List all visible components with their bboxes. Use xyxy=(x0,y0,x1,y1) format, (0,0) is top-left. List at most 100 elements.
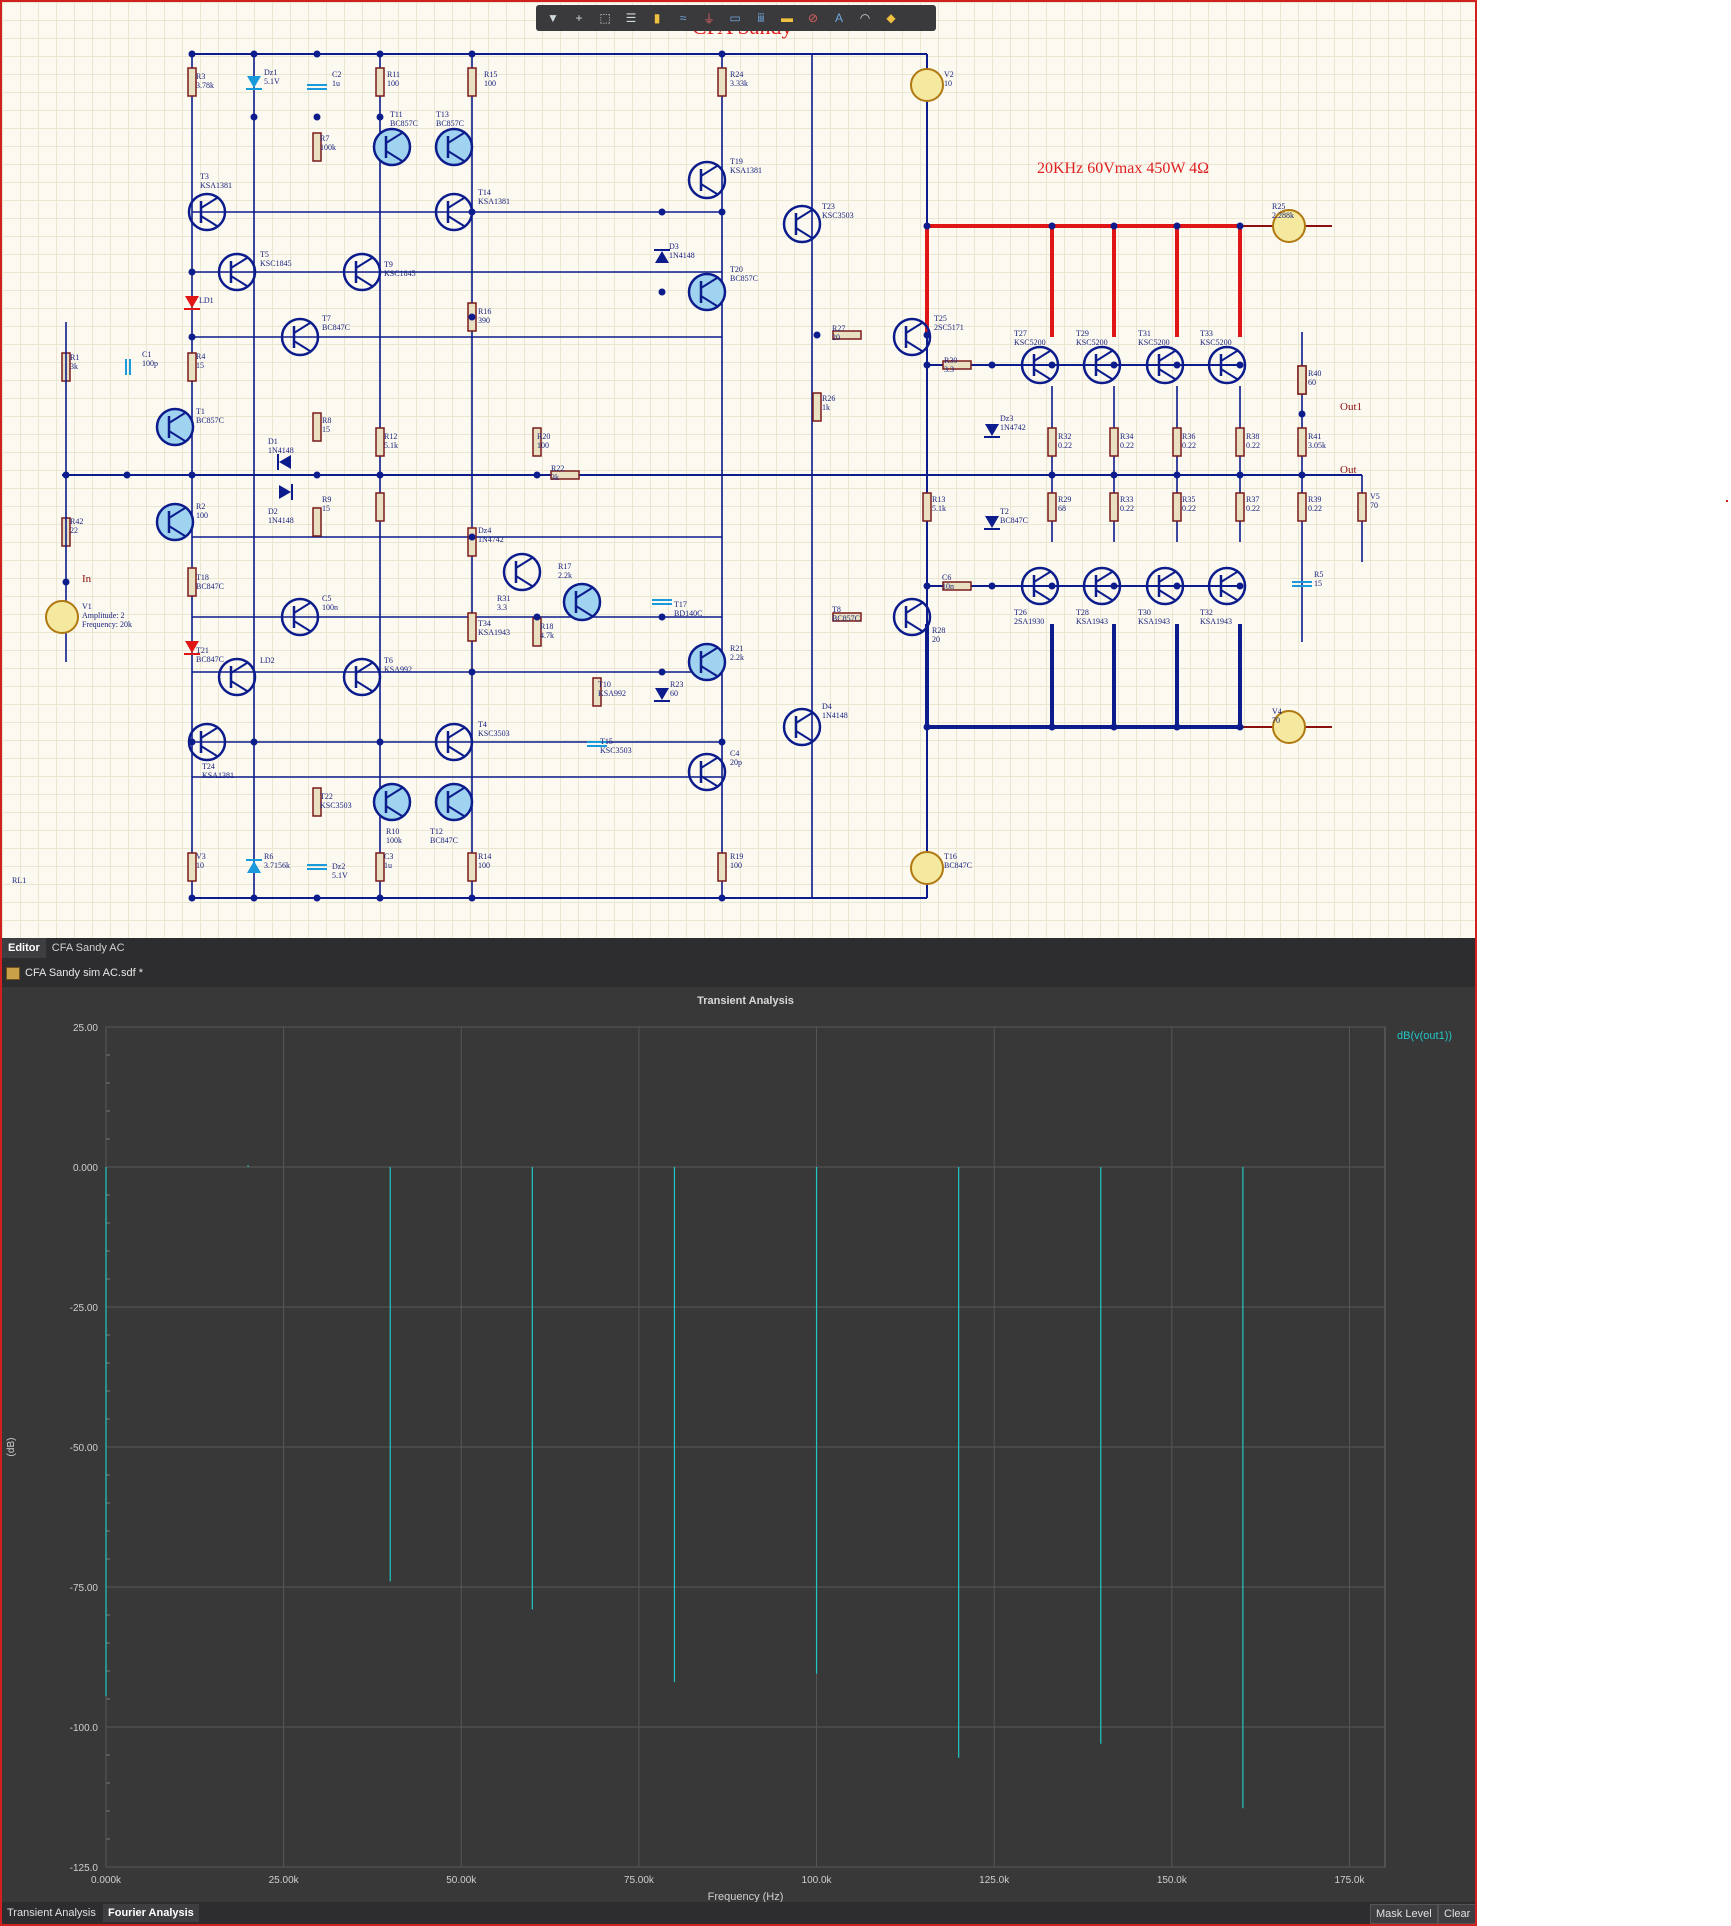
wire-icon[interactable]: ≈ xyxy=(679,11,687,25)
select-rect-icon[interactable]: ⬚ xyxy=(599,11,611,25)
tab-cfa-sandy-ac[interactable]: CFA Sandy AC xyxy=(51,942,125,954)
tab-editor[interactable]: Editor xyxy=(2,938,46,958)
component-icon[interactable]: ▮ xyxy=(653,11,661,25)
mask-level-button[interactable]: Mask Level xyxy=(1370,1904,1438,1924)
schematic-canvas[interactable]: CFA Sandy 20KHz 60Vmax 450W 4Ω In Out1 O… xyxy=(2,2,1475,938)
no-erc-icon[interactable]: ⊘ xyxy=(807,11,819,25)
power-port-icon[interactable]: ⏚ xyxy=(702,11,715,26)
schematic-drawing[interactable] xyxy=(2,2,1475,938)
schematic-scrollbar[interactable] xyxy=(1475,2,1477,938)
tab-transient-analysis[interactable]: Transient Analysis xyxy=(7,1907,96,1919)
component-label-ld2[interactable]: LD2 xyxy=(260,656,275,665)
probe-icon[interactable]: ◆ xyxy=(886,11,896,25)
port-icon[interactable]: ▬ xyxy=(781,11,793,25)
document-tab[interactable]: CFA Sandy sim AC.sdf * xyxy=(2,959,1475,987)
crosshair-icon[interactable]: + xyxy=(575,11,583,25)
component-label-rl1[interactable]: RL1 xyxy=(12,876,26,885)
align-icon[interactable]: ☰ xyxy=(625,11,637,25)
bus-icon[interactable]: ▭ xyxy=(729,11,741,25)
component-label-ld1[interactable]: LD1 xyxy=(199,296,214,305)
plot-chart[interactable]: Transient Analysis25.000.000-25.00-50.00… xyxy=(2,987,1475,1902)
tab-fourier-analysis[interactable]: Fourier Analysis xyxy=(103,1904,199,1922)
net-label-icon[interactable]: ⅲ xyxy=(757,11,765,25)
